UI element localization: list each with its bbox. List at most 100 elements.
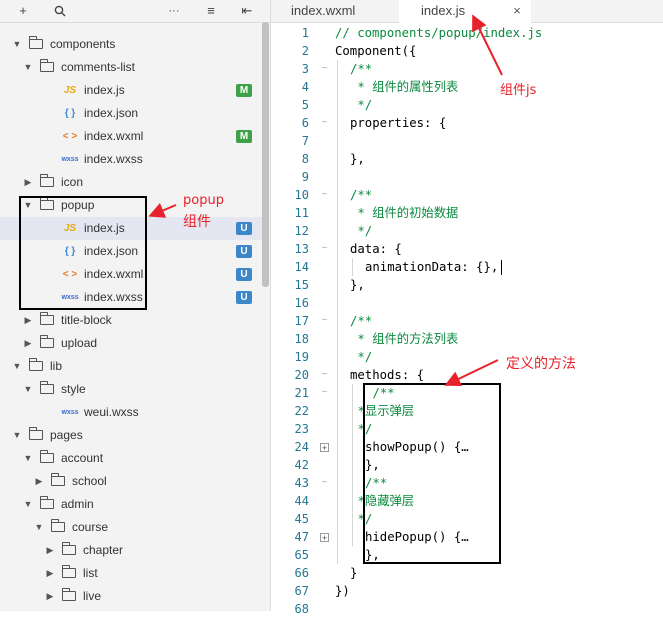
- chevron-right-icon[interactable]: ▶: [46, 568, 54, 578]
- collapse-icon[interactable]: ≡: [207, 3, 215, 18]
- tree-folder[interactable]: ▶ upload: [0, 332, 262, 355]
- code-line[interactable]: methods: {: [350, 368, 425, 382]
- tree-folder[interactable]: ▶chapter: [0, 539, 262, 562]
- collapse-fold-icon[interactable]: −: [321, 315, 328, 326]
- chevron-down-icon[interactable]: ▼: [12, 361, 22, 371]
- code-line[interactable]: /**: [350, 188, 373, 202]
- tree-item-label: index.wxss: [84, 290, 143, 304]
- line-number: 16: [294, 296, 309, 310]
- chevron-down-icon[interactable]: ▼: [23, 384, 33, 394]
- chevron-down-icon[interactable]: ▼: [23, 62, 33, 72]
- tree-folder[interactable]: ▼style: [0, 378, 262, 401]
- code-line[interactable]: /**: [365, 476, 388, 490]
- tree-folder[interactable]: ▶title-block: [0, 309, 262, 332]
- code-line[interactable]: *显示弹层: [357, 404, 415, 418]
- line-number: 47: [294, 530, 309, 544]
- chevron-down-icon[interactable]: ▼: [23, 499, 33, 509]
- collapse-fold-icon[interactable]: −: [321, 189, 328, 200]
- plus-icon[interactable]: +: [19, 3, 27, 18]
- tree-folder[interactable]: ▶live: [0, 585, 262, 608]
- code-line[interactable]: data: {: [350, 242, 402, 256]
- code-line[interactable]: animationData: {},: [365, 260, 499, 274]
- code-line[interactable]: /**: [350, 62, 373, 76]
- tree-file[interactable]: { }index.json: [0, 102, 262, 125]
- chevron-right-icon[interactable]: ▶: [46, 591, 54, 601]
- chevron-right-icon[interactable]: ▶: [46, 545, 54, 555]
- code-line[interactable]: *隐藏弹层: [357, 494, 415, 508]
- chevron-right-icon[interactable]: ▶: [35, 476, 43, 486]
- close-icon[interactable]: ×: [513, 3, 521, 18]
- line-number: 4: [301, 80, 309, 94]
- code-line[interactable]: }: [350, 566, 358, 580]
- tree-item-label: index.wxml: [84, 129, 144, 143]
- tree-folder[interactable]: ▶icon: [0, 171, 262, 194]
- line-number: 21: [294, 386, 309, 400]
- code-line[interactable]: * 组件的初始数据: [350, 206, 459, 220]
- code-line[interactable]: */: [350, 98, 373, 112]
- code-line[interactable]: /**: [350, 314, 373, 328]
- code-line[interactable]: },: [350, 278, 365, 292]
- code-line[interactable]: },: [350, 152, 365, 166]
- split-icon[interactable]: ⇤: [241, 3, 253, 18]
- collapse-fold-icon[interactable]: −: [321, 63, 328, 74]
- tree-folder[interactable]: ▶list: [0, 562, 262, 585]
- chevron-down-icon[interactable]: ▼: [12, 39, 22, 49]
- code-line[interactable]: // components/popup/index.js: [335, 26, 543, 40]
- code-line[interactable]: properties: {: [350, 116, 447, 130]
- tree-folder[interactable]: ▼admin: [0, 493, 262, 516]
- line-number: 43: [294, 476, 309, 490]
- code-line[interactable]: },: [365, 548, 380, 562]
- tree-folder[interactable]: ▼pages: [0, 424, 262, 447]
- search-icon[interactable]: [51, 2, 69, 20]
- expand-fold-icon[interactable]: +: [320, 533, 329, 543]
- tree-item-label: upload: [61, 336, 98, 350]
- collapse-fold-icon[interactable]: −: [321, 477, 328, 488]
- code-line[interactable]: /**: [372, 386, 395, 400]
- line-number: 12: [294, 224, 309, 238]
- tab-index-js[interactable]: index.js: [399, 0, 531, 23]
- tab-index-wxml[interactable]: index.wxml: [271, 0, 386, 22]
- chevron-down-icon[interactable]: ▼: [34, 522, 44, 532]
- code-line[interactable]: hidePopup() {…: [365, 530, 469, 544]
- chevron-down-icon[interactable]: ▼: [12, 430, 22, 440]
- code-line[interactable]: */: [350, 350, 373, 364]
- collapse-fold-icon[interactable]: −: [321, 369, 328, 380]
- collapse-fold-icon[interactable]: −: [321, 117, 328, 128]
- chevron-right-icon[interactable]: ▶: [24, 315, 32, 325]
- more-icon[interactable]: ···: [168, 5, 180, 17]
- tree-folder[interactable]: ▼course: [0, 516, 262, 539]
- tree-folder[interactable]: ▶school: [0, 470, 262, 493]
- tree-folder[interactable]: ▼comments-list: [0, 56, 262, 79]
- tree-item-label: account: [61, 451, 104, 465]
- chevron-down-icon[interactable]: ▼: [23, 200, 33, 210]
- tree-folder[interactable]: ▼lib: [0, 355, 262, 378]
- tree-folder[interactable]: ▼components: [0, 33, 262, 56]
- collapse-fold-icon[interactable]: −: [321, 243, 328, 254]
- expand-fold-icon[interactable]: +: [320, 443, 329, 453]
- tab-label: index.wxml: [291, 3, 356, 18]
- code-line[interactable]: * 组件的属性列表: [350, 80, 459, 94]
- code-line[interactable]: },: [365, 458, 380, 472]
- line-number: 13: [294, 242, 309, 256]
- wxss-file-icon: wxss: [61, 294, 79, 301]
- chevron-right-icon[interactable]: ▶: [24, 338, 32, 348]
- chevron-down-icon[interactable]: ▼: [23, 453, 33, 463]
- chevron-right-icon[interactable]: ▶: [24, 177, 32, 187]
- tree-folder[interactable]: ▼popup: [0, 194, 262, 217]
- code-line[interactable]: }): [335, 584, 350, 598]
- code-line[interactable]: */: [350, 224, 373, 238]
- code-line[interactable]: Component({: [335, 44, 417, 58]
- collapse-fold-icon[interactable]: −: [321, 387, 328, 398]
- tree-folder[interactable]: ▼ account: [0, 447, 262, 470]
- code-line[interactable]: * 组件的方法列表: [350, 332, 459, 346]
- code-line[interactable]: showPopup() {…: [365, 440, 469, 454]
- explorer-scrollbar[interactable]: [262, 22, 269, 287]
